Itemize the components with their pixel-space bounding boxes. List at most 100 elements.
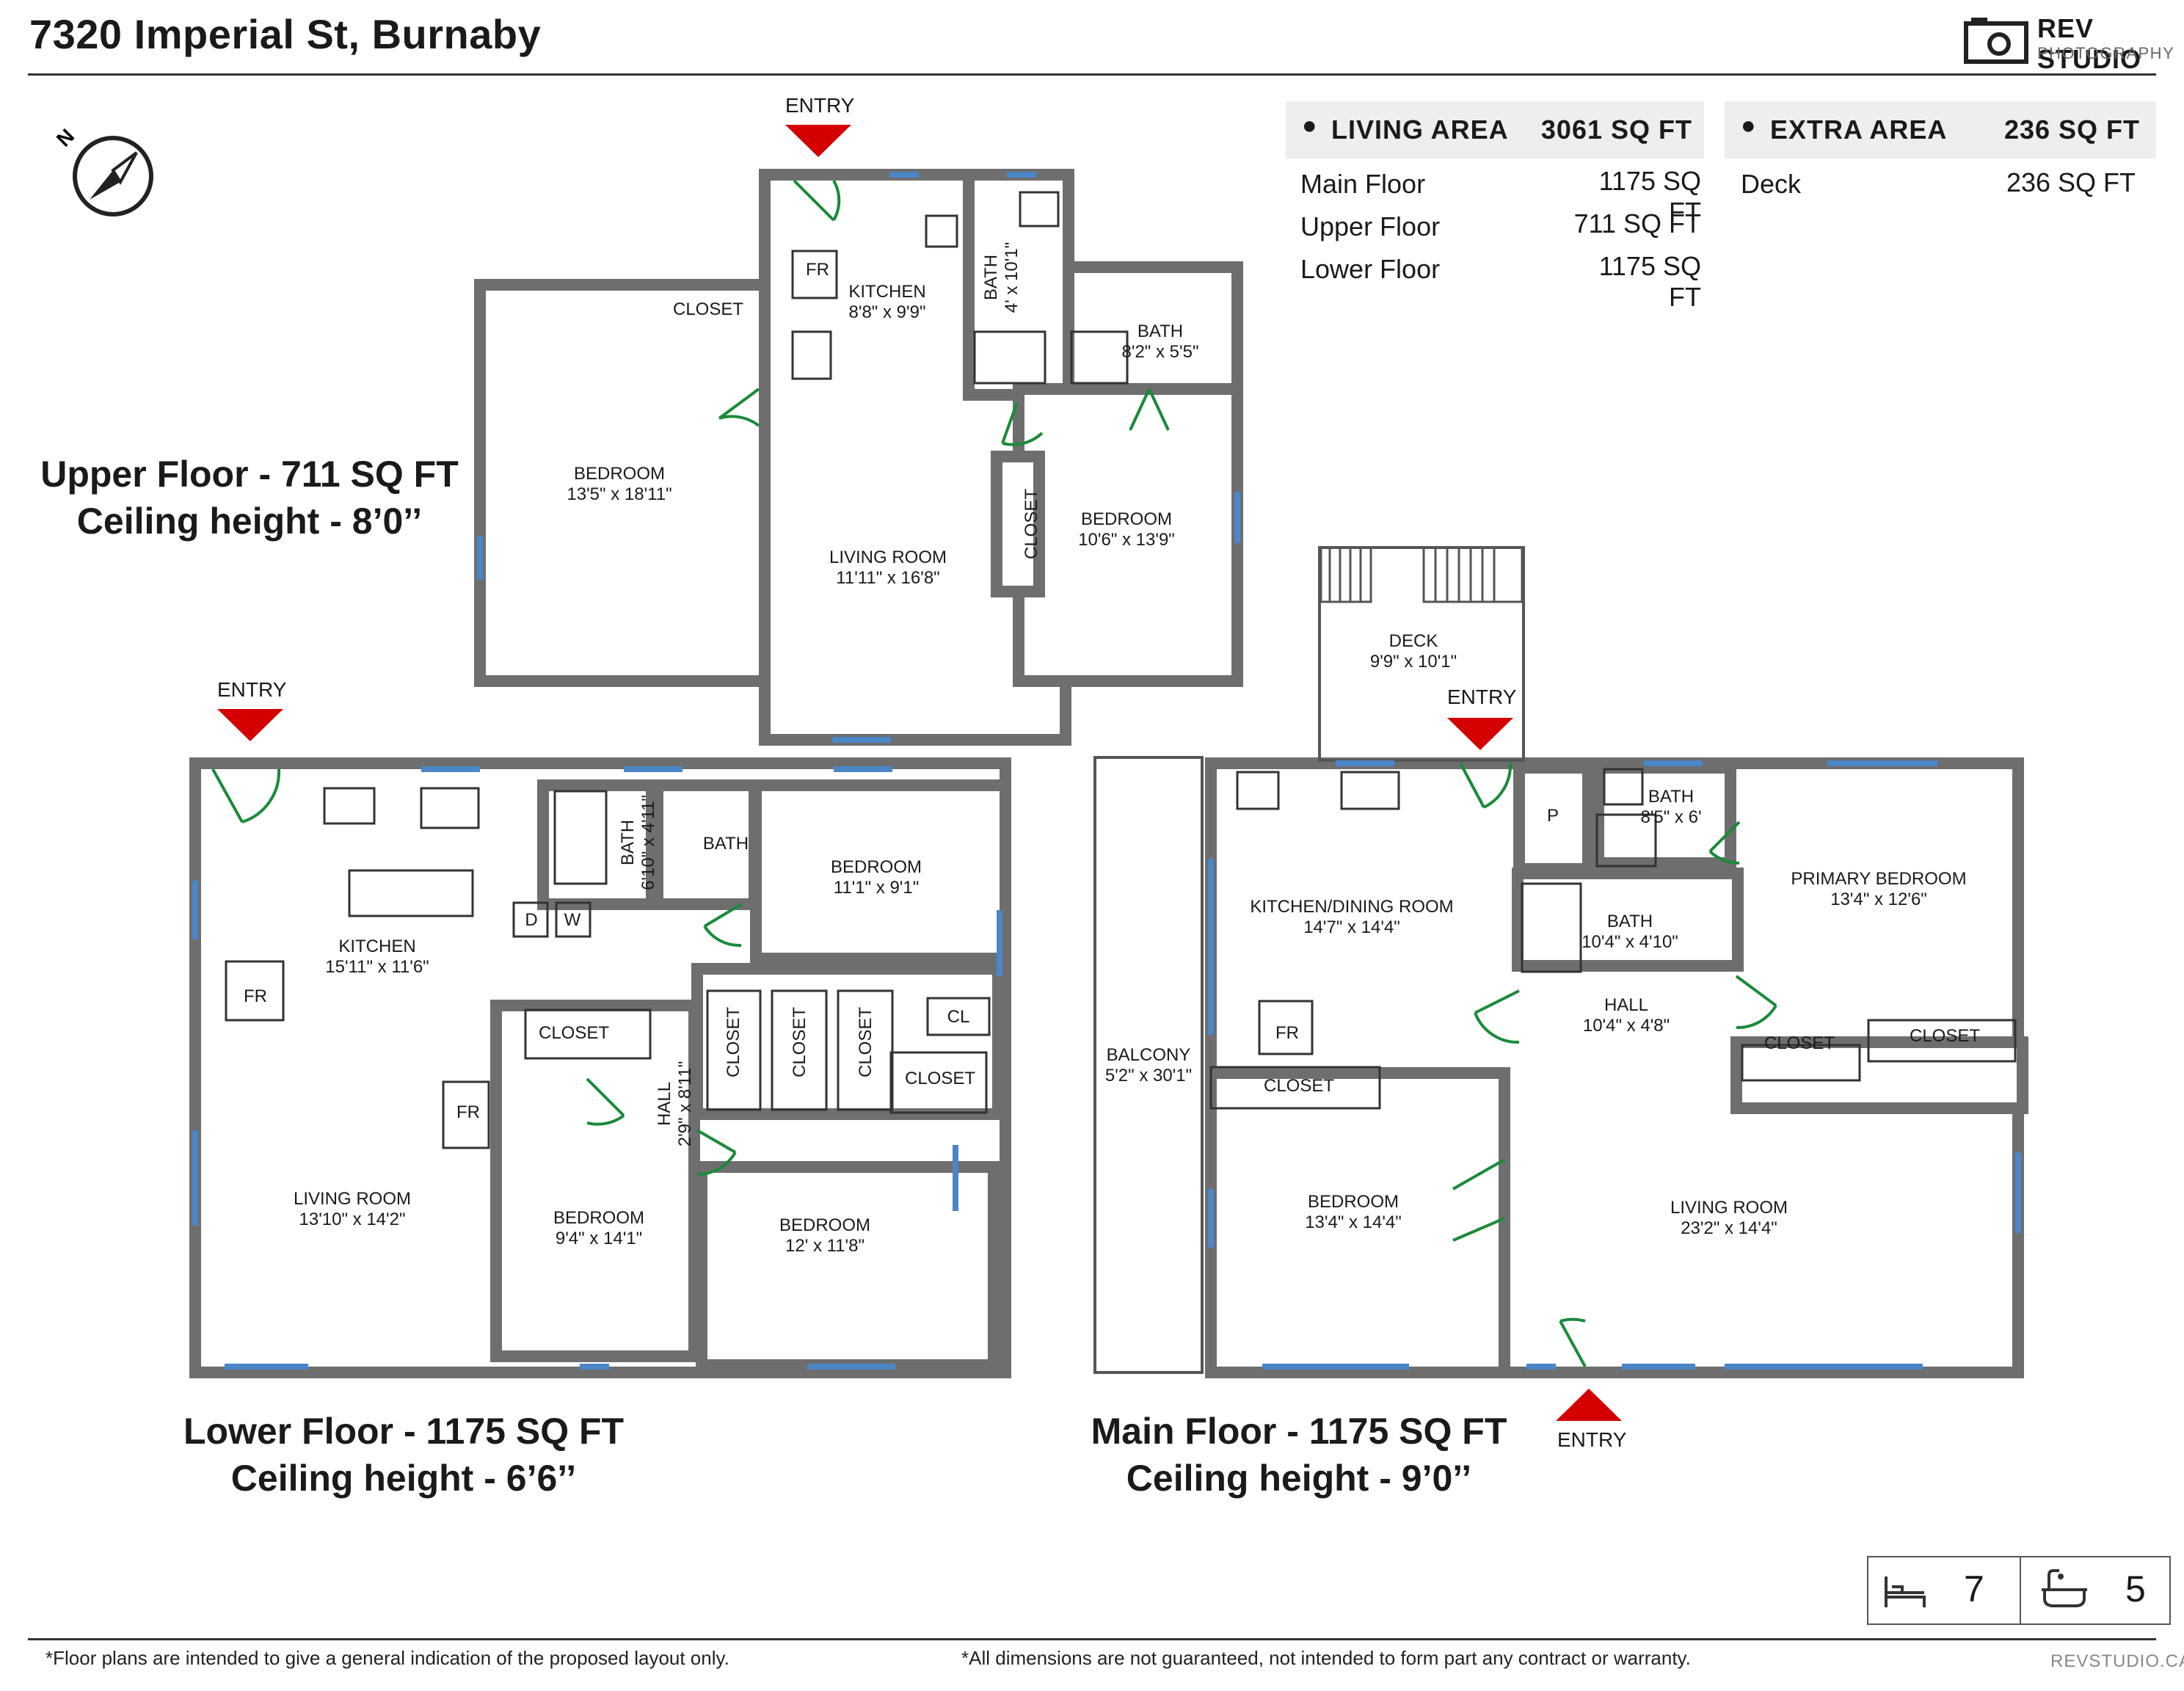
brand-tagline: PHOTOGRAPHY <box>2037 44 2175 62</box>
lower-floor-walls <box>189 757 1011 1378</box>
room-label: BATH <box>702 834 749 854</box>
bullet-icon: ● <box>1302 112 1317 139</box>
extra-area-label: EXTRA AREA <box>1770 114 1948 145</box>
upper-closet-walls <box>991 451 1045 597</box>
room-label: FR <box>456 1102 480 1122</box>
deck-outline <box>1318 546 1525 762</box>
footer-divider <box>28 1638 2156 1640</box>
lower-bedroom2-walls <box>696 1161 1000 1371</box>
living-area-header: ● LIVING AREA 3061 SQ FT <box>1286 101 1704 159</box>
footer-disclaimer-right: *All dimensions are not guaranteed, not … <box>961 1647 1691 1669</box>
entry-label-main-rear: ENTRY <box>1447 686 1517 708</box>
floor-ceiling: Ceiling height - 6’6’’ <box>230 1458 577 1499</box>
lower-bath2-walls <box>652 779 760 910</box>
area-row-name: Lower Floor <box>1300 254 1441 284</box>
room-label: CL <box>947 1007 970 1027</box>
fixtures <box>225 191 2017 1149</box>
lower-floor-title: Lower Floor - 1175 SQ FT Ceiling height … <box>161 1408 646 1502</box>
floor-name: Upper Floor - 711 SQ FT <box>40 454 459 495</box>
room-label: FR <box>244 986 267 1006</box>
main-bath2-walls <box>1512 868 1744 972</box>
room-label: FR <box>806 260 829 280</box>
main-closet-strip <box>1730 1036 2028 1114</box>
room-label: CLOSET <box>856 1006 876 1078</box>
main-bedroom-walls <box>1205 1067 1510 1378</box>
bullet-icon: ● <box>1741 112 1756 139</box>
room-label: CLOSET <box>1263 1076 1335 1096</box>
area-row-value: 711 SQ FT <box>1573 208 1701 239</box>
room-label: W <box>564 910 581 930</box>
room-label: D <box>525 910 538 930</box>
area-row-value: 1175 SQ FT <box>1598 251 1701 312</box>
deck-stairs <box>1320 546 1524 603</box>
lower-bedroom1-walls <box>490 1000 700 1362</box>
compass-icon: N <box>52 125 153 217</box>
room-label: FR <box>1275 1023 1299 1043</box>
entry-label-lower: ENTRY <box>217 678 287 701</box>
room-label: P <box>1546 806 1559 826</box>
balcony-outline <box>1093 756 1204 1374</box>
upper-bedroom-walls <box>474 279 771 687</box>
area-row-name: Deck <box>1741 169 1802 199</box>
room-label: CLOSET <box>1763 1033 1835 1053</box>
area-row-name: Main Floor <box>1300 169 1426 199</box>
room-label: CLOSET <box>904 1069 976 1088</box>
lower-closets-walls <box>691 963 1004 1120</box>
room-label: CLOSET <box>1022 488 1041 560</box>
bed-icon <box>1885 1577 1926 1607</box>
doors <box>211 179 1777 1367</box>
living-area-label: LIVING AREA <box>1331 114 1509 145</box>
extra-area-header: ● EXTRA AREA 236 SQ FT <box>1725 101 2156 159</box>
area-row-value: 1175 SQ FT <box>1598 166 1701 227</box>
header-divider <box>28 73 2156 76</box>
extra-area-total: 236 SQ FT <box>2003 114 2140 145</box>
area-row-value: 236 SQ FT <box>2006 167 2136 197</box>
living-area-total: 3061 SQ FT <box>1540 114 1692 145</box>
room-label: CLOSET <box>790 1006 809 1078</box>
room-count-legend: 7 5 <box>1867 1556 2171 1625</box>
entry-arrow-main-front <box>1556 1389 1622 1421</box>
windows <box>192 172 2021 1370</box>
bathtub-icon <box>2042 1569 2087 1607</box>
entry-arrow-lower <box>217 709 283 741</box>
main-floor-title: Main Floor - 1175 SQ FT Ceiling height -… <box>1057 1408 1541 1502</box>
floor-name: Main Floor - 1175 SQ FT <box>1091 1411 1507 1452</box>
entry-label-upper: ENTRY <box>785 94 855 117</box>
floor-ceiling: Ceiling height - 8’0’’ <box>76 501 423 542</box>
bathroom-count: 5 <box>2125 1568 2146 1610</box>
footer-disclaimer-left: *Floor plans are intended to give a gene… <box>46 1647 729 1669</box>
entry-arrows <box>217 125 1622 1421</box>
brand-logo: REV STUDIO PHOTOGRAPHY <box>1964 13 2174 74</box>
entry-arrow-upper <box>785 125 851 157</box>
upper-floor-title: Upper Floor - 711 SQ FT Ceiling height -… <box>29 451 470 545</box>
floor-name: Lower Floor - 1175 SQ FT <box>183 1411 625 1452</box>
footer-site: REVSTUDIO.CA <box>2050 1651 2184 1671</box>
entry-label-main-front: ENTRY <box>1557 1428 1627 1451</box>
floor-ceiling: Ceiling height - 9’0’’ <box>1126 1458 1472 1499</box>
address-title: 7320 Imperial St, Burnaby <box>29 11 542 57</box>
room-label: CLOSET <box>1909 1026 1981 1046</box>
brand-name: REV STUDIO <box>2037 13 2142 74</box>
room-label: CLOSET <box>538 1023 610 1043</box>
